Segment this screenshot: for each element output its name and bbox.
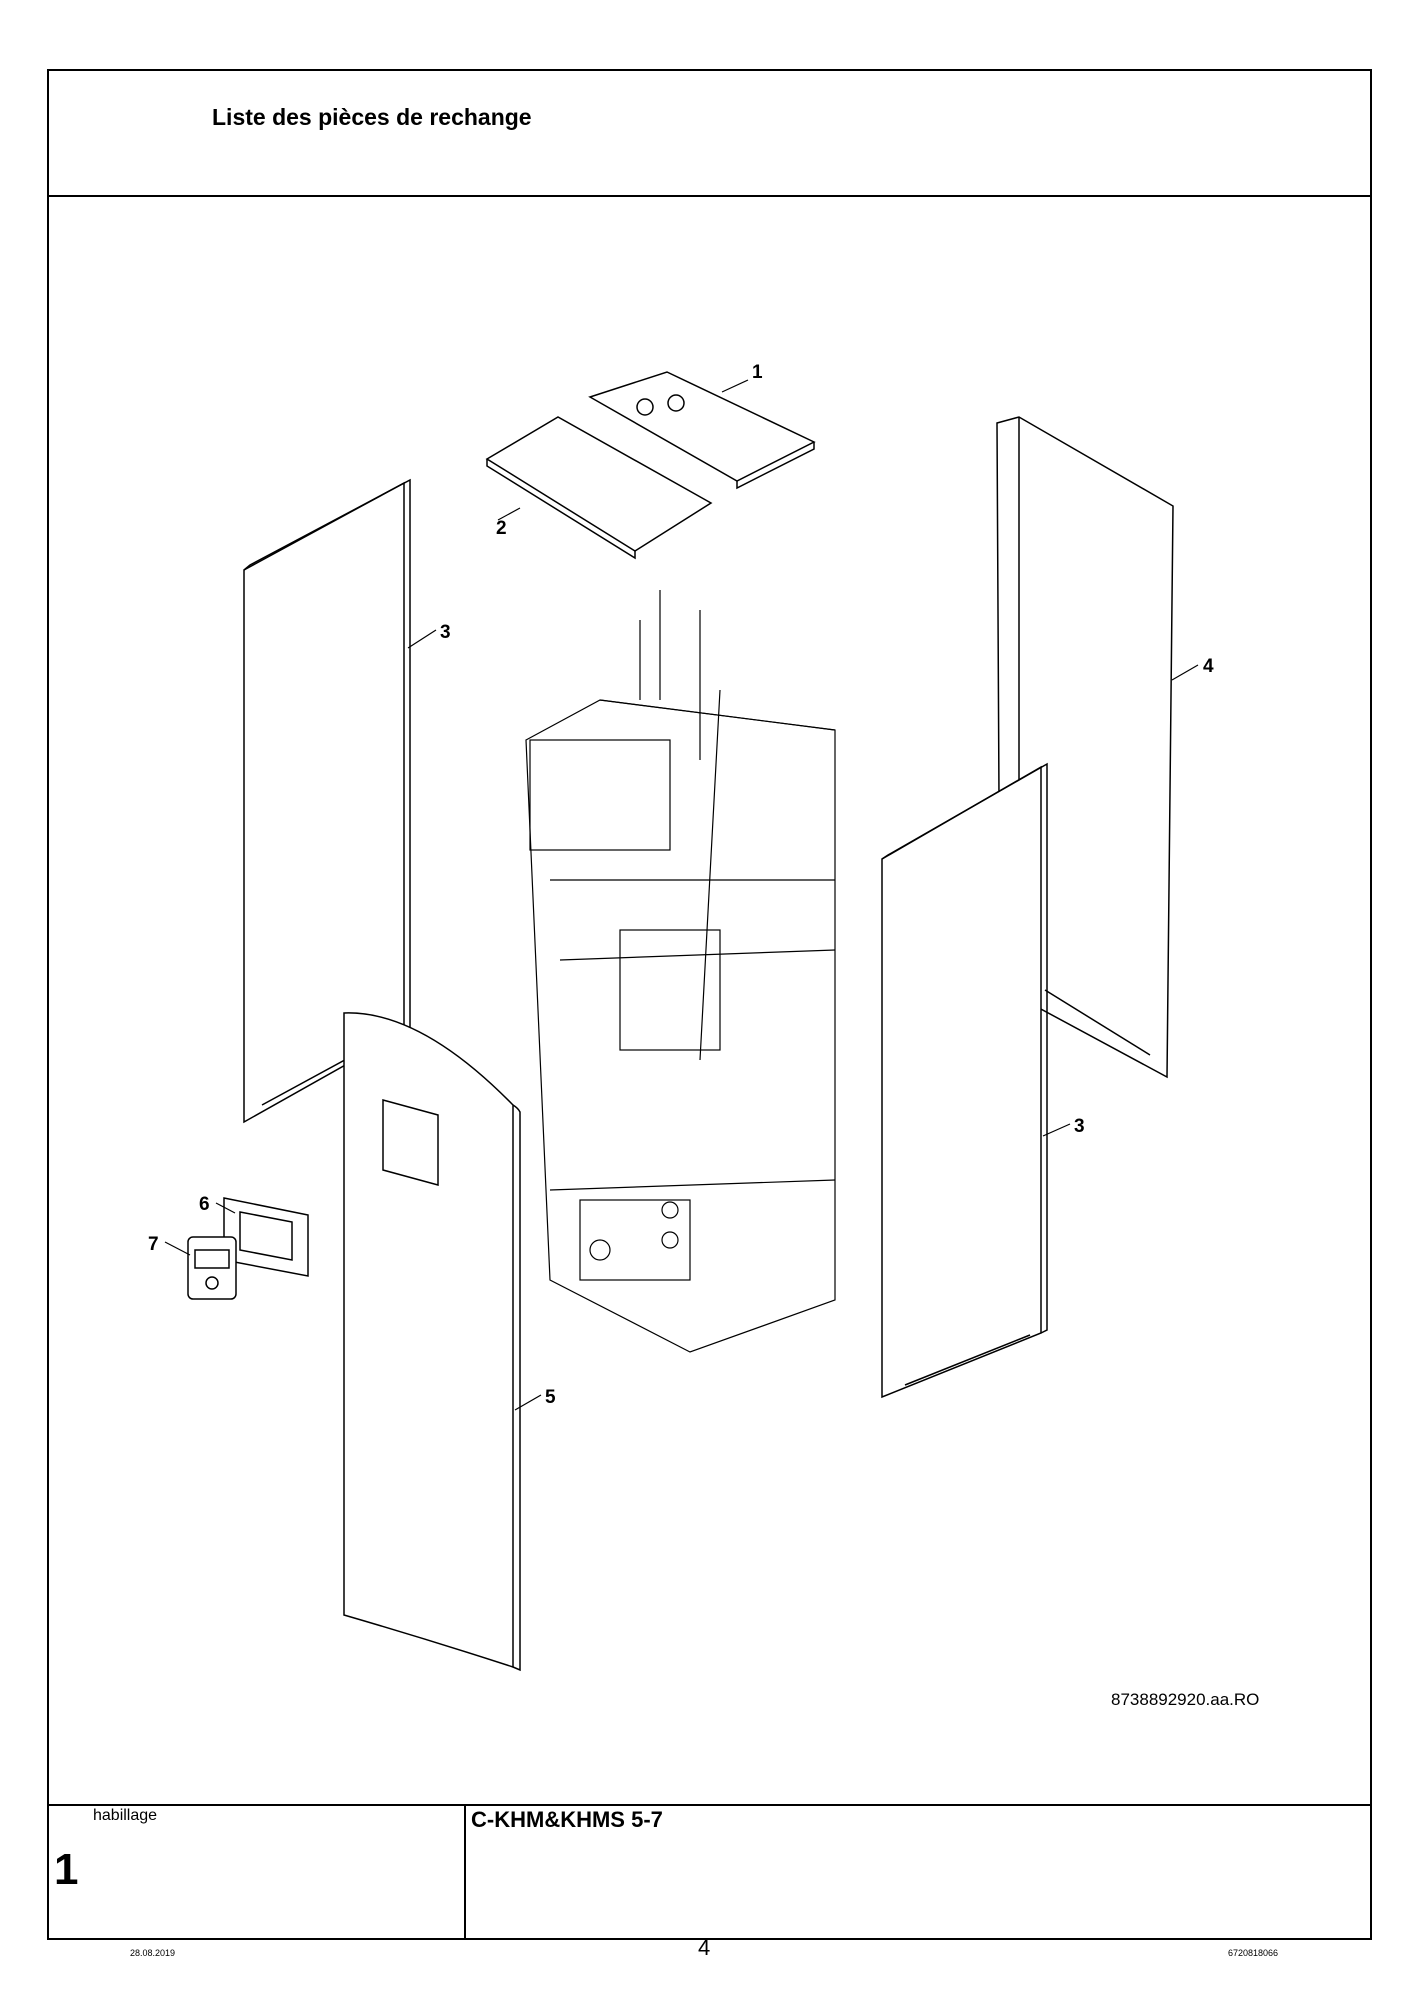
footer-date: 28.08.2019	[130, 1948, 176, 1958]
part-3-side-panel-right	[881, 762, 1048, 1399]
indoor-unit-body	[525, 590, 836, 1353]
callout-6: 6	[199, 1194, 210, 1215]
callout-3-left: 3	[440, 622, 451, 643]
leader-lines	[164, 379, 1199, 1411]
page-number: 4	[698, 1935, 711, 1960]
page-title: Liste des pièces de rechange	[212, 104, 532, 130]
part-1-top-cover	[588, 371, 816, 490]
part-5-front-panel	[343, 1012, 521, 1672]
section-name: habillage	[93, 1807, 158, 1824]
header-divider	[47, 195, 1372, 197]
section-number: 1	[54, 1845, 79, 1894]
title-block-divider	[47, 1804, 1372, 1806]
page-frame	[47, 69, 1372, 1940]
part-2-top-cover	[485, 416, 713, 560]
callout-7: 7	[148, 1234, 159, 1255]
drawing-number: 8738892920.aa.RO	[1111, 1690, 1260, 1709]
model-name: C-KHM&KHMS 5-7	[471, 1807, 663, 1832]
callout-2: 2	[496, 518, 507, 539]
title-block-column-divider	[464, 1805, 466, 1940]
document-number: 6720818066	[1228, 1948, 1279, 1958]
callout-4: 4	[1203, 656, 1214, 677]
callout-1: 1	[752, 362, 763, 383]
callout-3-right: 3	[1074, 1116, 1085, 1137]
part-7-controller	[187, 1236, 237, 1300]
callout-5: 5	[545, 1387, 556, 1408]
